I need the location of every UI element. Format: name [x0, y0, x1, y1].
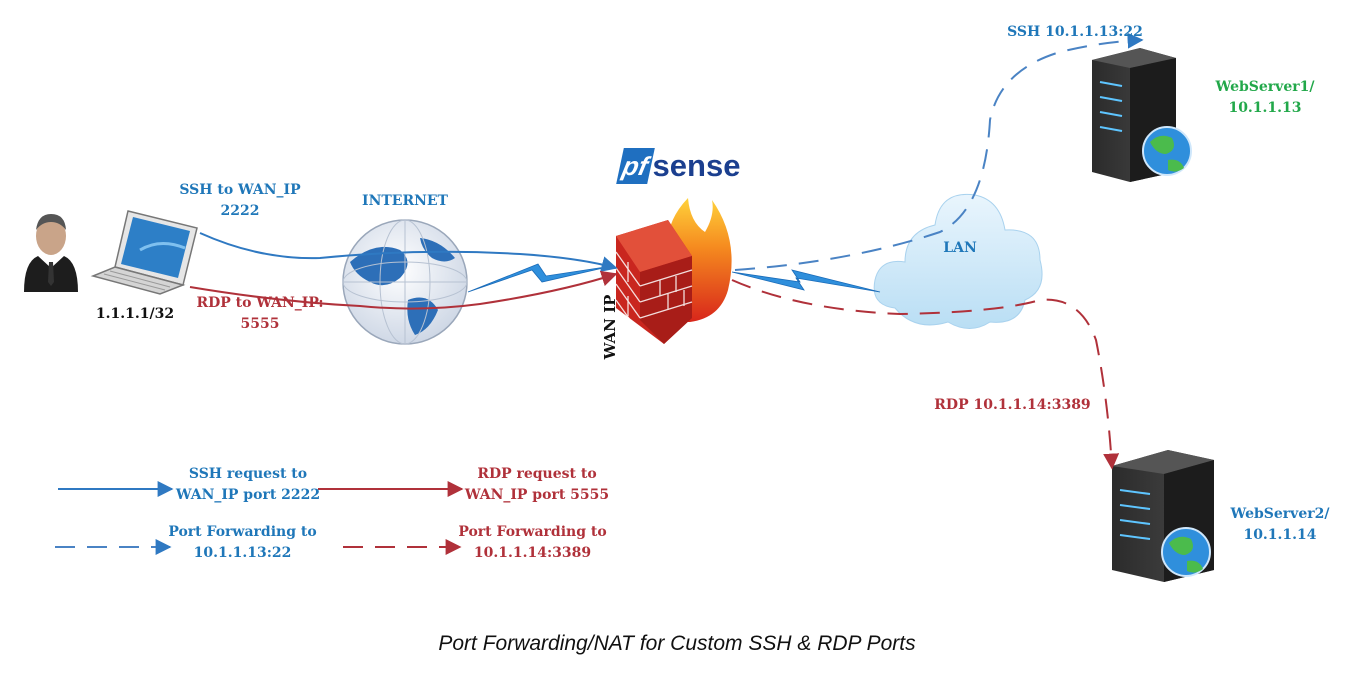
rdp-request-line	[189, 270, 618, 310]
rdp-wan-label: RDP to WAN_IP: 5555	[196, 295, 324, 332]
legend-rdp-forward-label: Port Forwarding to 10.1.1.14:3389	[458, 524, 607, 561]
ssh-request-line	[199, 232, 618, 272]
lan-label: LAN	[943, 240, 977, 256]
legend-rdp-request-label: RDP request to WAN_IP port 5555	[464, 466, 610, 503]
ssh-forward-label: SSH 10.1.1.13:22	[1007, 24, 1143, 40]
lightning-link	[731, 269, 881, 293]
globe-icon	[342, 219, 468, 345]
cloud-icon	[873, 193, 1043, 329]
webserver1-label: WebServer1/ 10.1.1.13	[1215, 79, 1315, 116]
server-icon	[1092, 48, 1192, 182]
webserver2-label: WebServer2/ 10.1.1.14	[1230, 506, 1330, 543]
pfsense-logo-pf: pf	[616, 148, 655, 184]
firewall-icon	[615, 198, 732, 344]
rdp-forward-line	[731, 279, 1120, 470]
server-icon	[1112, 450, 1214, 582]
internet-label: INTERNET	[362, 193, 448, 209]
client-ip-label: 1.1.1.1/32	[95, 306, 175, 322]
pfsense-logo: pf sense	[616, 147, 741, 185]
laptop-icon	[90, 210, 198, 295]
rdp-forward-label: RDP 10.1.1.14:3389	[934, 397, 1091, 413]
legend-ssh-forward-label: Port Forwarding to 10.1.1.13:22	[168, 524, 317, 561]
wan-ip-label: WAN IP	[601, 294, 619, 360]
pfsense-logo-sense: sense	[652, 148, 741, 183]
ssh-forward-line	[734, 32, 1144, 271]
diagram-caption: Port Forwarding/NAT for Custom SSH & RDP…	[438, 632, 916, 655]
user-icon	[24, 214, 78, 292]
lightning-link	[467, 263, 613, 293]
legend-ssh-request-label: SSH request to WAN_IP port 2222	[175, 466, 321, 503]
ssh-wan-label: SSH to WAN_IP 2222	[179, 182, 301, 219]
